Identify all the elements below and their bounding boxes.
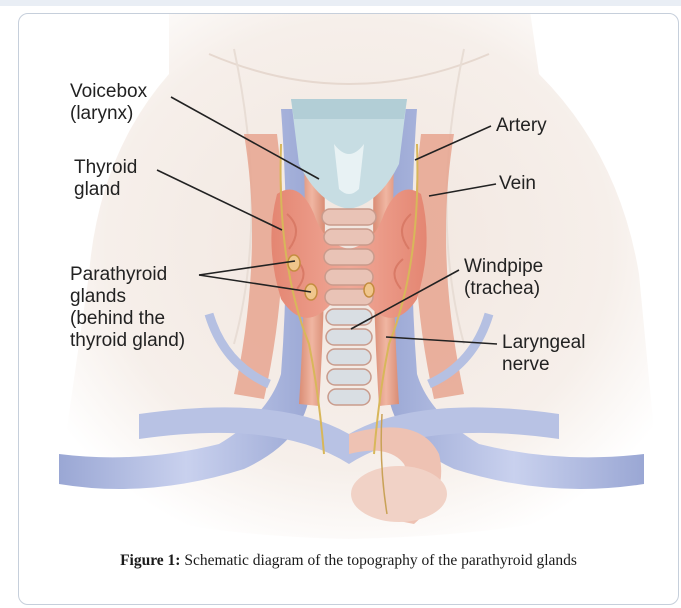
label-thyroid-gland: Thyroid gland <box>74 157 137 201</box>
heart-base <box>351 466 447 522</box>
label-artery: Artery <box>496 115 547 137</box>
parathyroid-gland-1 <box>288 255 300 271</box>
label-laryngeal-nerve: Laryngeal nerve <box>502 332 585 376</box>
caption-prefix: Figure 1: <box>120 552 180 569</box>
label-parathyroid-glands: Parathyroid glands (behind the thyroid g… <box>70 264 185 352</box>
label-voicebox: Voicebox (larynx) <box>70 81 147 125</box>
figure-frame: Voicebox (larynx) Thyroid gland Parathyr… <box>18 13 679 605</box>
caption-text: Schematic diagram of the topography of t… <box>180 552 576 569</box>
larynx-shading <box>291 99 407 119</box>
top-bar <box>0 0 681 6</box>
label-windpipe: Windpipe (trachea) <box>464 256 543 300</box>
label-vein: Vein <box>499 173 536 195</box>
figure-caption: Figure 1: Schematic diagram of the topog… <box>19 552 678 570</box>
parathyroid-gland-3 <box>364 283 374 297</box>
